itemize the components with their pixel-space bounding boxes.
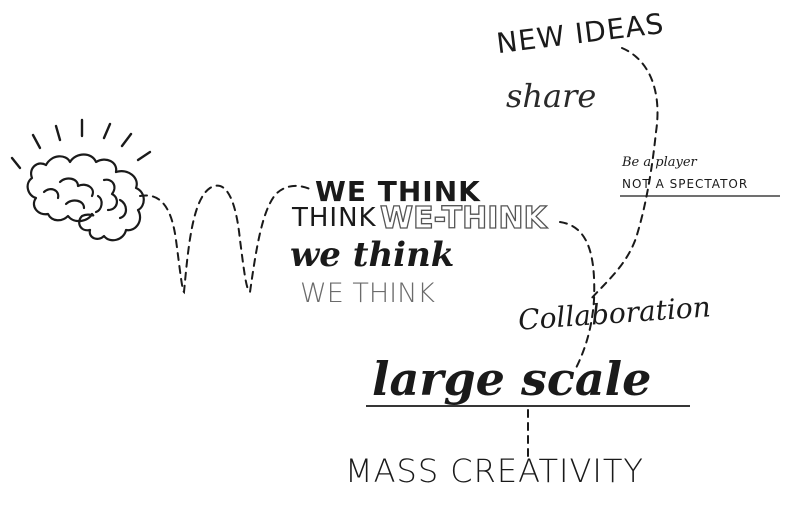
dashed-path-to-large-scale	[559, 221, 596, 369]
large-scale-label: large scale	[372, 352, 652, 406]
dashed-path-brain-loops	[139, 184, 313, 295]
light-rays	[10, 118, 152, 170]
brain-icon	[26, 153, 145, 242]
dashed-path-ideas	[589, 47, 659, 301]
not-a-spectator-label: NOT A SPECTATOR	[622, 177, 749, 191]
mass-creativity-label: MASS CREATIVITY	[345, 452, 644, 490]
share-label: share	[506, 77, 597, 115]
we-think-bold-label: WE THINK	[315, 175, 481, 208]
we-think-script-label: we think	[290, 235, 455, 275]
think-label: THINK	[292, 203, 377, 233]
we-think-outline-label: WE-THINK	[379, 201, 547, 236]
we-think-thin-label: WE THINK	[300, 278, 435, 309]
be-a-player-label: Be a player	[622, 155, 697, 170]
